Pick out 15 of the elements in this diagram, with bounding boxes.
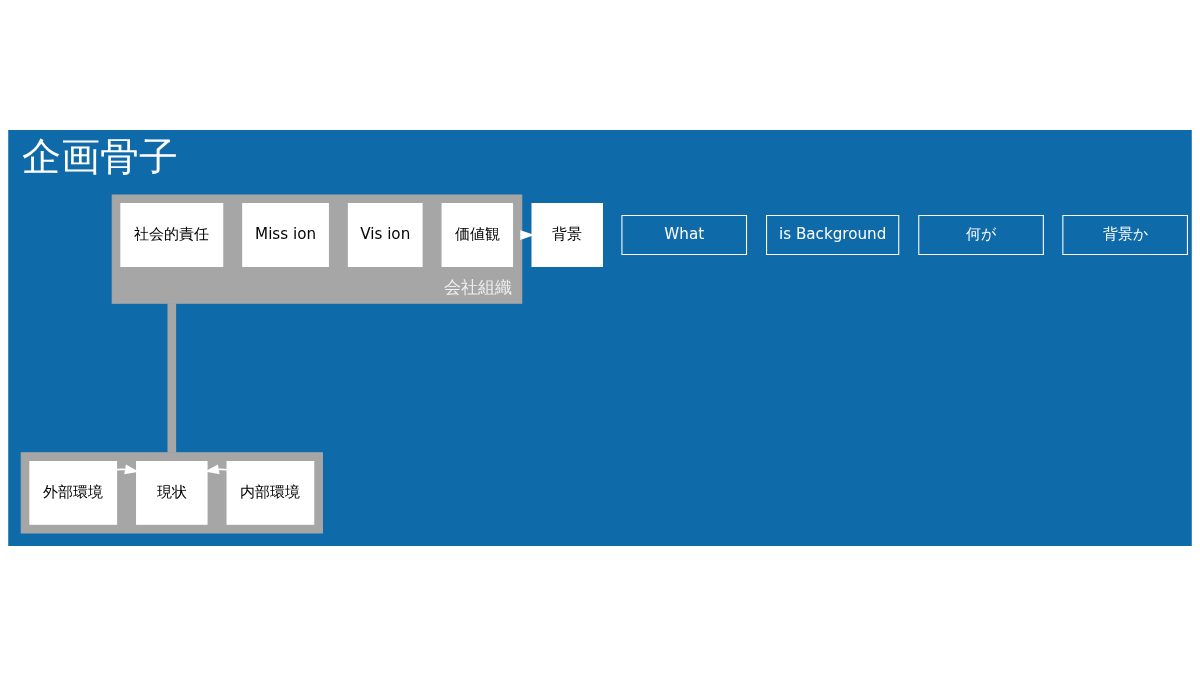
node-box: 現状 bbox=[136, 460, 208, 525]
node-box: Miss ion bbox=[242, 202, 329, 267]
node-box: 何が bbox=[918, 214, 1044, 255]
node-box: 価値観 bbox=[441, 202, 514, 267]
node-box: 社会的責任 bbox=[120, 202, 224, 267]
node-box: What bbox=[621, 214, 748, 255]
cluster bbox=[20, 451, 323, 534]
node-box: 背景か bbox=[1062, 214, 1188, 255]
node-box: 外部環境 bbox=[29, 460, 118, 525]
connector bbox=[167, 302, 177, 453]
node-box: 背景 bbox=[531, 202, 603, 267]
node-box: Vis ion bbox=[347, 202, 423, 267]
node-box: is Background bbox=[766, 214, 900, 255]
diagram-title: 企画骨子 bbox=[21, 133, 178, 179]
node-box: 内部環境 bbox=[226, 460, 315, 525]
